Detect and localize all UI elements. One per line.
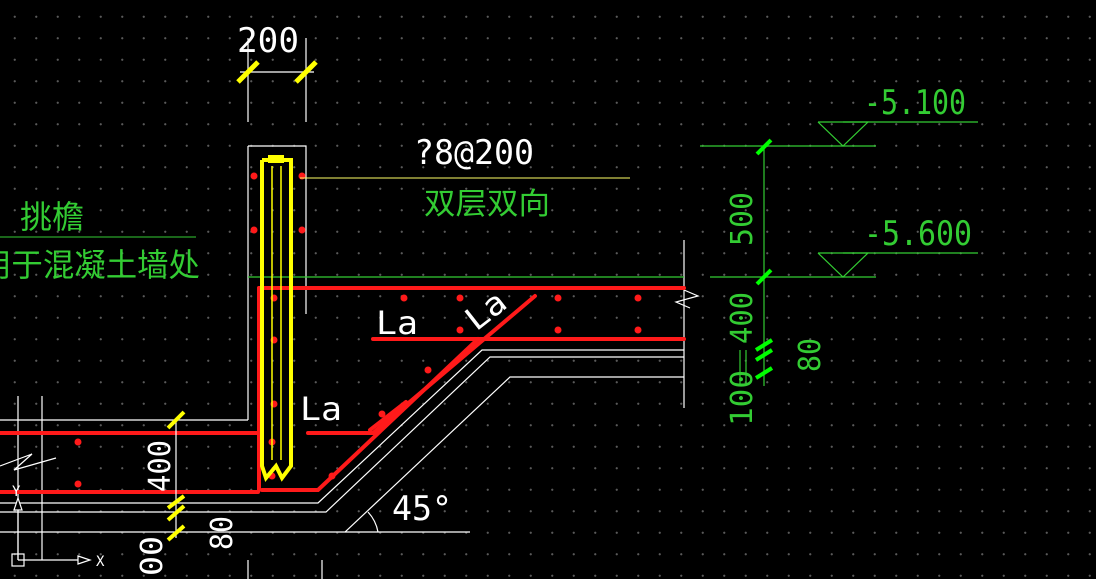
elev-top-label: -5.100 — [864, 83, 966, 123]
width-dim-tick-left — [236, 60, 260, 84]
lower-slab-bottom-3 — [0, 376, 684, 533]
ucs-y-label: Y — [12, 484, 21, 500]
dim-400-right-label: 400 — [725, 292, 760, 344]
wall-outline — [248, 145, 307, 314]
ucs-x-label: X — [96, 554, 105, 570]
angle-arc — [367, 511, 379, 533]
rebar-spec-label: ?8@200 — [414, 133, 534, 173]
dim-tick — [754, 338, 774, 352]
tie-bar — [260, 155, 293, 483]
rebar-dot — [328, 472, 336, 480]
ucs-icon: Y X — [11, 484, 105, 570]
elevation-labels: -5.100 -5.600 500 400 80 100 — [725, 83, 972, 426]
dim-500-label: 500 — [725, 192, 760, 246]
rebar-dot — [554, 294, 562, 302]
elev-triangle-bottom — [817, 252, 870, 278]
la-label-1: La — [376, 304, 418, 342]
rebar-short-slope — [368, 400, 408, 432]
rebar-dot — [378, 410, 386, 418]
elev-triangle-top — [817, 121, 870, 147]
ucs-origin-box — [11, 553, 25, 567]
elev-bottom-label: -5.600 — [864, 214, 972, 254]
width-dim-label: 200 — [237, 21, 299, 61]
rebar-dot — [424, 366, 432, 374]
dim-tick — [755, 138, 773, 156]
rebar-lines — [0, 286, 686, 494]
angle-label: 45° — [392, 489, 452, 529]
rebar-dots — [74, 172, 642, 488]
break-line-left — [0, 453, 57, 471]
dim-80-right-label: 80 — [793, 338, 828, 372]
tie-bar-outer — [260, 158, 293, 483]
rebar-dot — [554, 326, 562, 334]
elevation-dimensions — [700, 121, 978, 386]
width-dim-tick-right — [294, 60, 318, 84]
rebar-dot — [400, 294, 408, 302]
rebar-dot — [456, 326, 464, 334]
la-label-3: La — [300, 390, 342, 428]
left-dim-tick — [166, 410, 186, 430]
left-dim-tick — [166, 504, 186, 522]
la-label-2: La — [458, 283, 514, 339]
rebar-slope-top — [306, 294, 537, 435]
rebar-dot — [74, 438, 82, 446]
concrete-outline — [0, 145, 700, 579]
leader-lines — [0, 177, 630, 238]
dim-tick — [754, 366, 774, 380]
rebar-slope-bottom — [260, 337, 480, 492]
width-dimension: 200 — [236, 21, 318, 122]
rebar-dot — [298, 226, 306, 234]
rebar-dot — [634, 294, 642, 302]
dim-tick — [754, 348, 774, 362]
dim-tick — [755, 268, 773, 286]
left-dimensions: 400 80 00 — [135, 410, 240, 576]
lower-slab-bottom-1 — [0, 349, 684, 504]
ucs-y-arrow — [13, 496, 23, 511]
rebar-note-label: 双层双向 — [424, 187, 550, 222]
rebar-dot — [250, 172, 258, 180]
rebar-dot — [74, 480, 82, 488]
rebar-dot — [634, 326, 642, 334]
dim-80-left-label: 80 — [205, 516, 240, 550]
dim-400-left-label: 400 — [143, 440, 178, 492]
tie-bar-hook — [268, 155, 284, 163]
dim-100-right-label: 100 — [725, 370, 760, 426]
lower-slab-bottom-2 — [0, 356, 684, 513]
rebar-dot — [456, 294, 464, 302]
left-dim-tick — [166, 494, 186, 510]
eave-title-label: 挑檐 — [20, 198, 84, 236]
ucs-x-arrow — [77, 555, 92, 565]
break-line-right — [674, 289, 700, 309]
dim-00-left-label: 00 — [135, 536, 170, 576]
wall-note-label: 用于混凝土墙处 — [0, 246, 200, 284]
rebar-dot — [250, 226, 258, 234]
left-dim-tick — [166, 524, 186, 542]
